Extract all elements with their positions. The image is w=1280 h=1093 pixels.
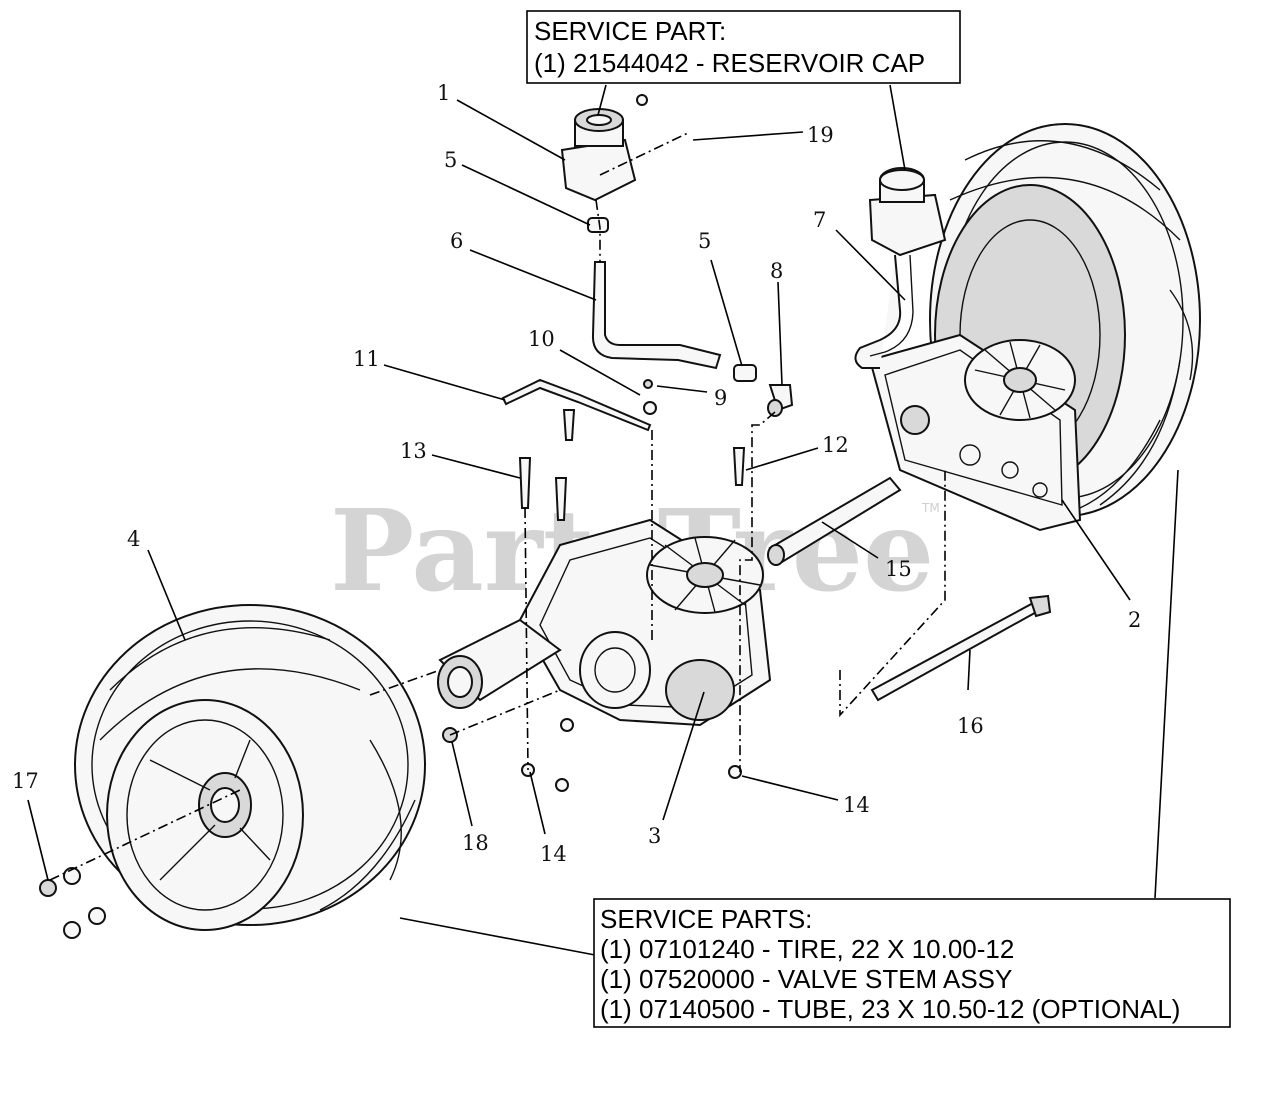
callout-12: 12 xyxy=(822,433,849,457)
left-tire xyxy=(74,604,426,931)
service-parts-line-1: (1) 07101240 - TIRE, 22 X 10.00-12 xyxy=(600,934,1014,964)
hose-7 xyxy=(854,254,902,369)
left-transaxle xyxy=(437,518,772,727)
callout-5-right: 5 xyxy=(698,229,711,253)
leader-lines xyxy=(27,84,1179,956)
callout-13: 13 xyxy=(400,439,427,463)
callout-1: 1 xyxy=(437,81,450,105)
callout-7: 7 xyxy=(813,208,826,232)
hardware xyxy=(39,94,746,939)
left-fan xyxy=(646,536,764,614)
callout-17: 17 xyxy=(12,769,39,793)
service-parts-line-3: (1) 07140500 - TUBE, 23 X 10.50-12 (OPTI… xyxy=(600,994,1180,1024)
bypass-rod-11 xyxy=(501,378,652,432)
callout-2: 2 xyxy=(1128,608,1141,632)
clamp-5-left xyxy=(587,217,609,233)
right-fan xyxy=(964,339,1076,421)
service-part-title: SERVICE PART: xyxy=(534,16,726,46)
left-reservoir xyxy=(560,108,637,202)
callout-15: 15 xyxy=(885,557,912,581)
service-part-line: (1) 21544042 - RESERVOIR CAP xyxy=(534,48,925,78)
callout-11: 11 xyxy=(353,347,380,371)
callout-9: 9 xyxy=(714,386,727,410)
service-parts-title: SERVICE PARTS: xyxy=(600,904,812,934)
fitting-8 xyxy=(767,384,794,417)
right-reservoir xyxy=(868,167,947,257)
callout-14-right: 14 xyxy=(843,793,870,817)
dashed-lines xyxy=(49,131,946,881)
callout-16: 16 xyxy=(957,714,984,738)
callout-4: 4 xyxy=(127,527,140,551)
service-part-box: SERVICE PART: (1) 21544042 - RESERVOIR C… xyxy=(526,10,961,84)
callout-5-left: 5 xyxy=(444,148,457,172)
callout-8: 8 xyxy=(770,259,783,283)
callout-3: 3 xyxy=(648,824,661,848)
callout-6: 6 xyxy=(450,229,463,253)
service-parts-box: SERVICE PARTS: (1) 07101240 - TIRE, 22 X… xyxy=(593,898,1231,1028)
callout-14-left: 14 xyxy=(540,842,567,866)
watermark-trademark: TM xyxy=(921,501,940,515)
clamp-5-right xyxy=(733,364,757,382)
callout-18: 18 xyxy=(462,831,489,855)
bolt-16 xyxy=(870,594,1052,702)
callout-10: 10 xyxy=(528,327,555,351)
service-parts-line-2: (1) 07520000 - VALVE STEM ASSY xyxy=(600,964,1012,994)
right-transaxle xyxy=(868,333,1082,532)
callout-19: 19 xyxy=(807,123,834,147)
tube-15 xyxy=(767,476,902,566)
callouts: 1 2 3 4 5 5 6 7 8 9 10 11 12 13 14 14 15… xyxy=(12,81,1141,866)
hose-6 xyxy=(591,261,722,370)
